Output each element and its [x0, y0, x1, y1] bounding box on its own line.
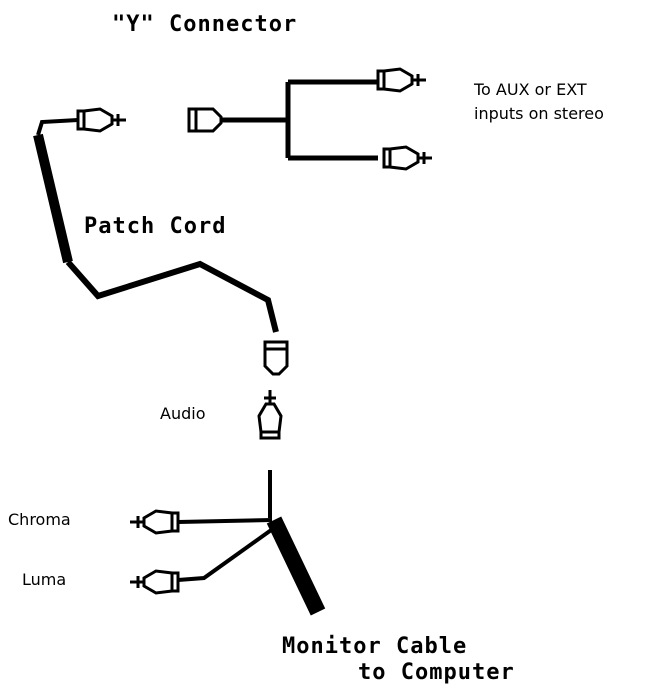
luma-cable — [177, 526, 276, 582]
audio-label: Audio — [160, 404, 206, 423]
monitor-cable-label-line2: to Computer — [358, 660, 515, 685]
video-plugs — [128, 509, 276, 595]
patch-cord-label: Patch Cord — [84, 214, 227, 239]
patch-cord-plug-top — [76, 107, 128, 133]
audio-plug — [257, 388, 283, 518]
stereo-plug-bottom — [382, 145, 434, 171]
chroma-label: Chroma — [8, 510, 71, 529]
patch-cord-cable — [65, 260, 279, 333]
patch-cord — [33, 107, 289, 376]
chroma-cable — [177, 518, 273, 524]
chroma-plug — [128, 509, 180, 535]
y-connector-split-cable — [221, 79, 378, 161]
patch-cord-end-segment — [36, 118, 79, 136]
diagram-title: "Y" Connector — [112, 12, 298, 37]
stereo-input-label-line1: To AUX or EXT — [474, 80, 587, 99]
luma-label: Luma — [22, 570, 67, 589]
patch-cord-jack — [263, 340, 289, 376]
stereo-input-label-line2: inputs on stereo — [474, 104, 604, 123]
y-connector — [187, 67, 434, 171]
monitor-cable-label-line1: Monitor Cable — [282, 634, 468, 659]
stereo-plug-top — [376, 67, 428, 93]
monitor-cable — [266, 516, 326, 616]
patch-cord-thick-segment — [33, 133, 73, 264]
luma-plug — [128, 569, 180, 595]
y-connector-jack — [187, 107, 223, 133]
